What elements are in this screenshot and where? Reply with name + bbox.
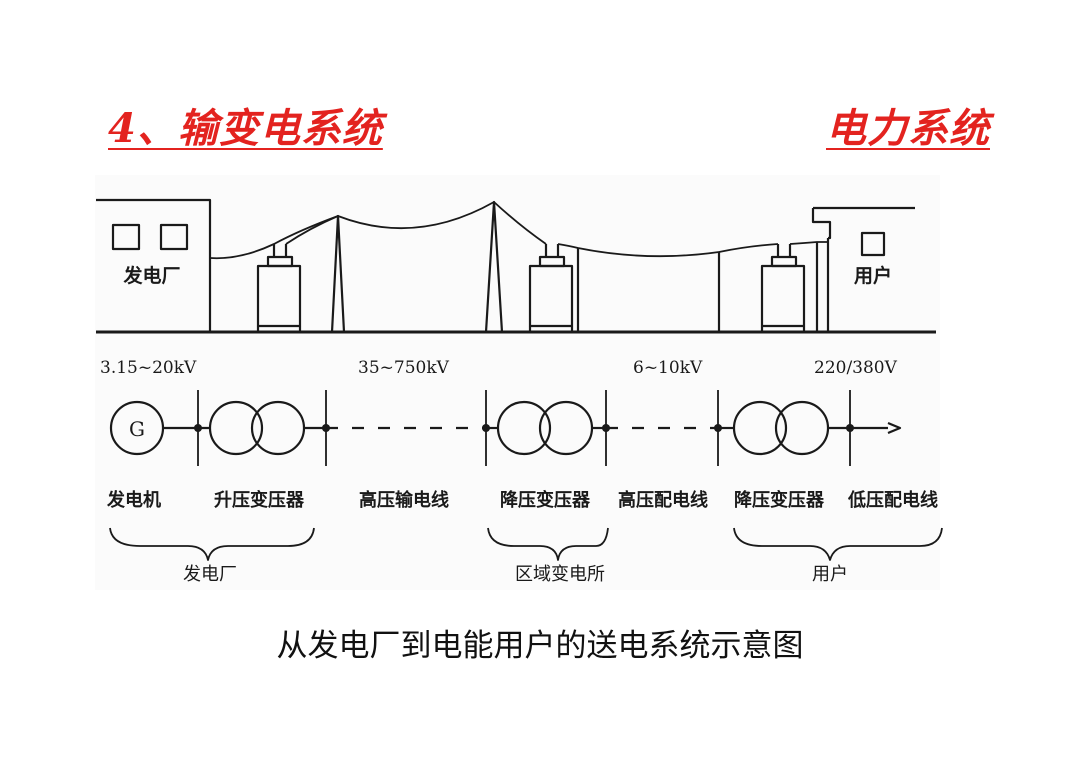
- component-label: 低压配电线: [847, 489, 938, 511]
- user-building: [811, 206, 915, 332]
- group-label: 发电厂: [183, 564, 237, 585]
- arrow-icon: [887, 421, 902, 435]
- brace-user: [733, 527, 943, 561]
- slide-title: 4、输变电系统: [108, 105, 383, 152]
- junction-dots: [194, 424, 854, 432]
- voltage-label: 3.15~20kV: [100, 358, 197, 378]
- plant-building: [96, 198, 212, 332]
- transformer-winding: [496, 400, 552, 456]
- group-label: 用户: [812, 564, 848, 585]
- plant-window: [111, 223, 141, 251]
- group-label: 区域变电所: [515, 564, 605, 585]
- plant-window: [159, 223, 189, 251]
- brace-substation: [487, 527, 609, 561]
- step-up-transformer-drawing: [256, 244, 302, 332]
- figure-caption: 从发电厂到电能用户的送电系统示意图: [276, 628, 804, 664]
- brace-plant: [109, 527, 315, 561]
- user-label: 用户: [854, 264, 892, 287]
- component-label: 降压变压器: [500, 489, 591, 511]
- voltage-label: 6~10kV: [633, 358, 703, 378]
- component-label: 降压变压器: [734, 489, 825, 511]
- user-window: [860, 231, 886, 257]
- power-transmission-diagram: 发电厂 用户 3.15~20kV 35~750kV 6~10kV 220/380…: [95, 175, 943, 590]
- diagram-background: [95, 175, 940, 590]
- voltage-label: 220/380V: [814, 358, 898, 378]
- user-transformer-drawing: [760, 244, 806, 332]
- generator-letter: G: [129, 417, 145, 441]
- substation-transformer-drawing: [528, 244, 574, 332]
- component-label: 高压配电线: [618, 489, 708, 511]
- component-label: 发电机: [106, 489, 161, 511]
- voltage-label: 35~750kV: [358, 358, 450, 378]
- component-label: 升压变压器: [214, 489, 305, 511]
- overhead-wires: [209, 201, 828, 260]
- component-label: 高压输电线: [359, 489, 449, 511]
- plant-label: 发电厂: [122, 264, 180, 287]
- section-title: 电力系统: [826, 105, 990, 152]
- transformer-winding: [732, 400, 788, 456]
